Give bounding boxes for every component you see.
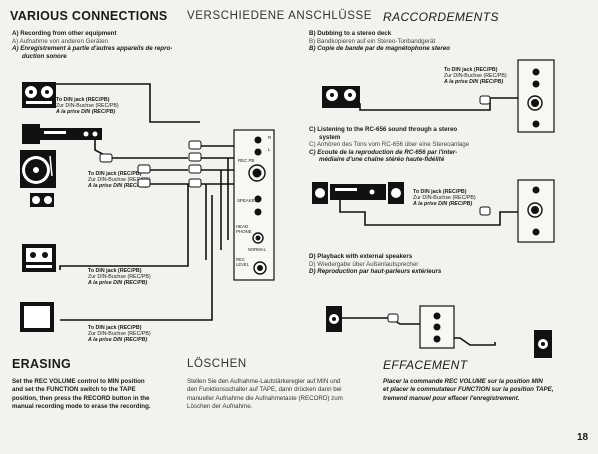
heading-verschiedene-anschluesse: VERSCHIEDENE ANSCHLÜSSE [187,10,373,22]
cable-speaker-left [337,317,420,325]
rc656-panel-a [233,129,275,281]
section-a-en: A) Recording from other equipment [12,30,117,37]
din-label-b-en: To DIN jack (REC/PB) [444,67,498,73]
monitor-icon [20,302,54,332]
cable-cassette [59,183,189,270]
din-label-3: To DIN jack (REC/PB) Zur DIN-Buchse (REC… [88,268,151,287]
section-d-text: D) Playback with external speakers D) Wi… [309,253,589,276]
cable-stereo-system [339,187,518,226]
panel-l-label: L [268,147,271,152]
section-c-fr-1: C) Ecoute de la reproduction de RC-656 p… [309,148,458,156]
erasing-en-line: position, then press the RECORD button i… [12,394,150,402]
section-b-fr: B) Copie de bande par de magnétophone st… [309,45,450,53]
din-label-c: To DIN jack (REC/PB) Zur DIN-Buchse (REC… [413,189,476,208]
panel-normal-label: NORMAL [248,247,266,252]
erasing-text-en: Set the REC VOLUME control to MIN positi… [12,378,184,412]
erasing-fr-line: tremend manuel pour effacer l'enregistre… [383,394,520,402]
panel-rec-pb-label: REC PB [238,158,255,163]
section-a-de: A) Aufnahme von anderen Geräten [12,37,108,45]
turntable-icon [20,150,56,188]
section-c-en-1: C) Listening to the RC-656 sound through… [309,126,458,133]
section-c-text: C) Listening to the RC-656 sound through… [309,126,589,164]
din-label-4: To DIN jack (REC/PB) Zur DIN-Buchse (REC… [88,325,151,344]
erasing-de-line: Löschen der Aufnahme. [187,403,253,411]
section-b-en: B) Dubbing to a stereo deck [309,30,392,37]
din-label-4-fr: A la prise DIN (REC/PB) [88,337,148,344]
panel-speaker-label: SPEAKER [237,198,258,203]
din-label-b-de: Zur DIN-Buchse (REC/PB) [444,73,507,80]
section-d-de: D) Wiedergabe über Außenlautsprecher [309,260,419,268]
external-speaker-right-icon [534,330,552,358]
rc656-panel-b [517,59,555,133]
erasing-de-line: manueller Aufnahme die Aufnahmetaste (RE… [187,394,343,402]
cable-tape-deck [39,83,200,123]
section-c-fr-2: médiaire d'une chaîne stéréo haute-fidél… [319,156,445,164]
din-label-3-fr: A la prise DIN (REC/PB) [88,280,148,287]
erasing-en-line: Set the REC VOLUME control to MIN positi… [12,378,145,385]
din-label-3-de: Zur DIN-Buchse (REC/PB) [88,274,151,281]
din-label-2-fr: A la prise DIN (REC/PB) [88,183,148,190]
erasing-fr-line: Placer la commande REC VOLUME sur la pos… [383,378,543,385]
cable-monitor [60,195,213,321]
panel-r-label: R [268,135,272,140]
din-label-4-en: To DIN jack (REC/PB) [88,325,142,331]
section-d-en: D) Playback with external speakers [309,253,413,260]
din-label-1-en: To DIN jack (REC/PB) [56,97,110,103]
stereo-system-icon [312,182,404,204]
din-label-1-fr: A la prise DIN (REC/PB) [56,109,116,116]
section-a-fr-2: duction sonore [22,52,67,60]
stereo-reel-deck-icon [322,86,360,108]
external-speaker-left-icon [326,306,342,332]
cable-stereo-deck [349,97,518,111]
din-label-b: To DIN jack (REC/PB) Zur DIN-Buchse (REC… [444,67,507,86]
din-label-2: To DIN jack (REC/PB) Zur DIN-Buchse (REC… [88,171,151,190]
din-label-2-en: To DIN jack (REC/PB) [88,171,142,177]
erasing-fr-line: et placer le commutateur FUNCTION sur la… [383,386,554,394]
erasing-de-line: den Funktionsschalter auf TAPE, dann drü… [187,386,342,394]
din-label-1: To DIN jack (REC/PB) Zur DIN-Buchse (REC… [56,97,119,116]
section-c-de: C) Anhören des Tons vom RC-656 über eine… [309,141,470,149]
erasing-en-line: manual recording mode to erase the recor… [12,403,151,411]
din-label-c-de: Zur DIN-Buchse (REC/PB) [413,195,476,202]
din-label-c-fr: A la prise DIN (REC/PB) [413,201,473,208]
section-c-en-2: system [319,133,341,141]
speakers-icon [30,193,54,207]
reel-tape-deck-icon [22,82,56,108]
section-a-text: A) Recording from other equipment A) Auf… [12,30,192,60]
section-b-de: B) Bandkopieren auf ein Stereo-Tonbandge… [309,37,436,45]
rc656-panel-c [517,179,555,243]
panel-headphone-label: HEAD PHONE [236,224,252,234]
din-label-1-de: Zur DIN-Buchse (REC/PB) [56,103,119,110]
section-a-fr-1: A) Enregistrement à partie d'autres appa… [12,45,173,53]
panel-rec-level-label: REC LEVEL [236,257,250,267]
rc656-panel-d [419,305,455,349]
cable-speaker-right [450,337,496,346]
din-label-2-de: Zur DIN-Buchse (REC/PB) [88,177,151,184]
amplifier-icon [22,124,102,144]
heading-erasing: ERASING [12,357,72,371]
erasing-text-de: Stellen Sie den Aufnahme-Lautstärkeregle… [187,378,377,412]
page-number: 18 [577,432,589,443]
heading-effacement: EFFACEMENT [383,358,468,372]
din-label-c-en: To DIN jack (REC/PB) [413,189,467,195]
din-label-3-en: To DIN jack (REC/PB) [88,268,142,274]
section-b-text: B) Dubbing to a stereo deck B) Bandkopie… [309,30,589,53]
din-label-b-fr: A la prise DIN (REC/PB) [444,79,504,86]
erasing-text-fr: Placer la commande REC VOLUME sur la pos… [383,378,589,403]
section-d-fr: D) Reproduction par haut-parleurs extéri… [309,268,442,276]
cassette-deck-icon [22,244,56,272]
din-label-4-de: Zur DIN-Buchse (REC/PB) [88,331,151,338]
heading-raccordements: RACCORDEMENTS [383,10,499,24]
heading-various-connections: VARIOUS CONNECTIONS [10,9,168,23]
erasing-de-line: Stellen Sie den Aufnahme-Lautstärkeregle… [187,378,341,385]
heading-loeschen: LÖSCHEN [187,358,247,370]
erasing-en-line: and set the FUNCTION switch to the TAPE [12,386,136,394]
